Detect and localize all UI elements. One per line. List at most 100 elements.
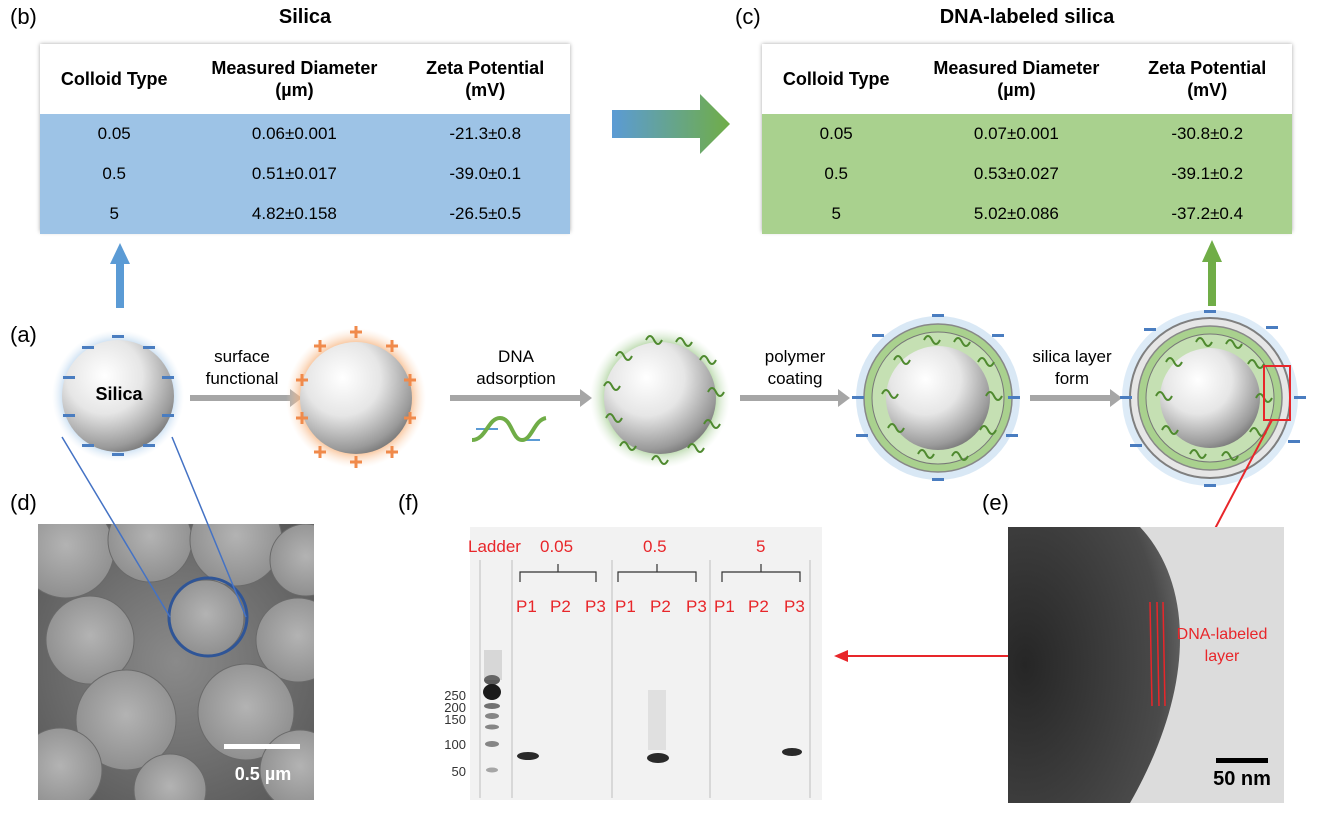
annotation-line: layer xyxy=(1204,648,1240,665)
tem-image xyxy=(1008,527,1284,803)
negative-charge-icon xyxy=(63,335,174,456)
header-zeta-potential: Zeta Potential (mV) xyxy=(426,58,545,100)
lane-brackets xyxy=(519,564,801,582)
table-cell: 0.5 xyxy=(762,154,911,194)
header-measured-diameter: Measured Diameter (µm) xyxy=(211,58,378,100)
dna-silica-table: Colloid Type Measured Diameter (µm) Zeta… xyxy=(762,44,1292,234)
table-row: 5 4.82±0.158 -26.5±0.5 xyxy=(40,194,570,234)
polymer-coated-particle xyxy=(852,314,1020,481)
dna-layer-annotation: DNA-labeled layer xyxy=(1168,624,1276,668)
group-label-0.05: 0.05 xyxy=(540,537,573,556)
panel-c-label: (c) xyxy=(735,4,761,29)
sem-scale-label: 0.5 µm xyxy=(234,764,292,784)
table-cell: -37.2±0.4 xyxy=(1122,194,1292,234)
zoom-circle xyxy=(167,576,249,658)
ladder-size-250: 250 xyxy=(444,688,466,703)
lane-label: P3 xyxy=(686,597,707,616)
step-line: coating xyxy=(767,369,823,388)
table-cell: 5 xyxy=(40,194,189,234)
green-up-arrow xyxy=(1202,240,1222,306)
table-row: 0.05 0.06±0.001 -21.3±0.8 xyxy=(40,114,570,154)
gel-image: 250 200 150 100 50 Ladder 0.05 0.5 5 P1 … xyxy=(444,527,822,800)
table-cell: -21.3±0.8 xyxy=(400,114,570,154)
silica-table: Colloid Type Measured Diameter (µm) Zeta… xyxy=(40,44,570,234)
panel-d-label: (d) xyxy=(10,490,37,515)
dna-strand-icon xyxy=(603,335,725,465)
table-row: 0.05 0.07±0.001 -30.8±0.2 xyxy=(762,114,1292,154)
table-row: 0.5 0.53±0.027 -39.1±0.2 xyxy=(762,154,1292,194)
step-line: DNA xyxy=(498,347,534,366)
group-label-0.5: 0.5 xyxy=(643,537,667,556)
bare-silica-particle xyxy=(52,330,184,462)
step-surface-functional: surface functional xyxy=(186,346,298,390)
lane-label: P1 xyxy=(714,597,735,616)
sample-bands xyxy=(517,748,802,763)
scale-bar xyxy=(1216,758,1268,763)
ladder-size-100: 100 xyxy=(444,737,466,752)
lane-label: P3 xyxy=(585,597,606,616)
table-cell: 0.5 xyxy=(40,154,189,194)
dna-adsorbed-particle xyxy=(590,328,730,468)
step-line: surface xyxy=(214,347,270,366)
table-cell: 0.53±0.027 xyxy=(910,154,1123,194)
lane-label: P2 xyxy=(748,597,769,616)
group-label-5: 5 xyxy=(756,537,765,556)
step-line: form xyxy=(1055,369,1089,388)
silica-layer-particle xyxy=(1120,310,1306,487)
sem-image xyxy=(38,524,314,800)
step-polymer-coating: polymer coating xyxy=(744,346,846,390)
step-line: functional xyxy=(205,369,279,388)
lane-label: P3 xyxy=(784,597,805,616)
ladder-bands xyxy=(483,675,501,773)
annotation-line: DNA-labeled xyxy=(1176,626,1268,643)
header-colloid-type: Colloid Type xyxy=(782,69,890,89)
panel-a-label: (a) xyxy=(10,322,37,347)
header-measured-diameter: Measured Diameter (µm) xyxy=(933,58,1100,100)
header-zeta-potential: Zeta Potential (mV) xyxy=(1148,58,1267,100)
step-dna-adsorption: DNA adsorption xyxy=(456,346,576,390)
zoom-box xyxy=(1263,365,1291,421)
step-line: polymer xyxy=(764,347,826,366)
table-cell: 0.51±0.017 xyxy=(188,154,401,194)
lane-label: P1 xyxy=(516,597,537,616)
positive-charge-icon xyxy=(296,326,416,468)
panel-e-label: (e) xyxy=(982,490,1009,515)
step-silica-layer-form: silica layer form xyxy=(1012,346,1132,390)
lane-label: P2 xyxy=(550,597,571,616)
panel-b-label: (b) xyxy=(10,4,37,29)
step-line: silica layer xyxy=(1032,347,1112,366)
step-arrows xyxy=(190,389,1122,407)
table-cell: 4.82±0.158 xyxy=(188,194,401,234)
table-cell: 0.05 xyxy=(762,114,911,154)
dna-silica-table-title: DNA-labeled silica xyxy=(939,6,1115,28)
table-cell: -26.5±0.5 xyxy=(400,194,570,234)
panel-f-label: (f) xyxy=(398,490,419,515)
ladder-size-50: 50 xyxy=(452,764,466,779)
table-cell: 0.07±0.001 xyxy=(910,114,1123,154)
silica-particle-label: Silica xyxy=(95,384,143,404)
table-row: 0.5 0.51±0.017 -39.0±0.1 xyxy=(40,154,570,194)
table-cell: -30.8±0.2 xyxy=(1122,114,1292,154)
ladder-size-labels: 250 200 150 100 50 xyxy=(444,688,466,779)
scale-bar xyxy=(224,744,300,749)
table-cell: 5.02±0.086 xyxy=(910,194,1123,234)
table-cell: -39.1±0.2 xyxy=(1122,154,1292,194)
functionalized-particle xyxy=(286,326,426,468)
ladder-label: Ladder xyxy=(468,537,521,556)
dna-icon xyxy=(471,415,547,443)
ladder-size-150: 150 xyxy=(444,712,466,727)
blue-up-arrow xyxy=(110,243,130,308)
tem-scale-label: 50 nm xyxy=(1213,768,1271,790)
silica-table-title: Silica xyxy=(278,6,332,28)
transition-arrow xyxy=(612,94,730,154)
lane-label: P1 xyxy=(615,597,636,616)
header-colloid-type: Colloid Type xyxy=(60,69,168,89)
table-cell: 0.06±0.001 xyxy=(188,114,401,154)
ladder-size-200: 200 xyxy=(444,700,466,715)
lane-label: P2 xyxy=(650,597,671,616)
step-line: adsorption xyxy=(476,369,556,388)
table-cell: 5 xyxy=(762,194,911,234)
table-cell: -39.0±0.1 xyxy=(400,154,570,194)
table-row: 5 5.02±0.086 -37.2±0.4 xyxy=(762,194,1292,234)
